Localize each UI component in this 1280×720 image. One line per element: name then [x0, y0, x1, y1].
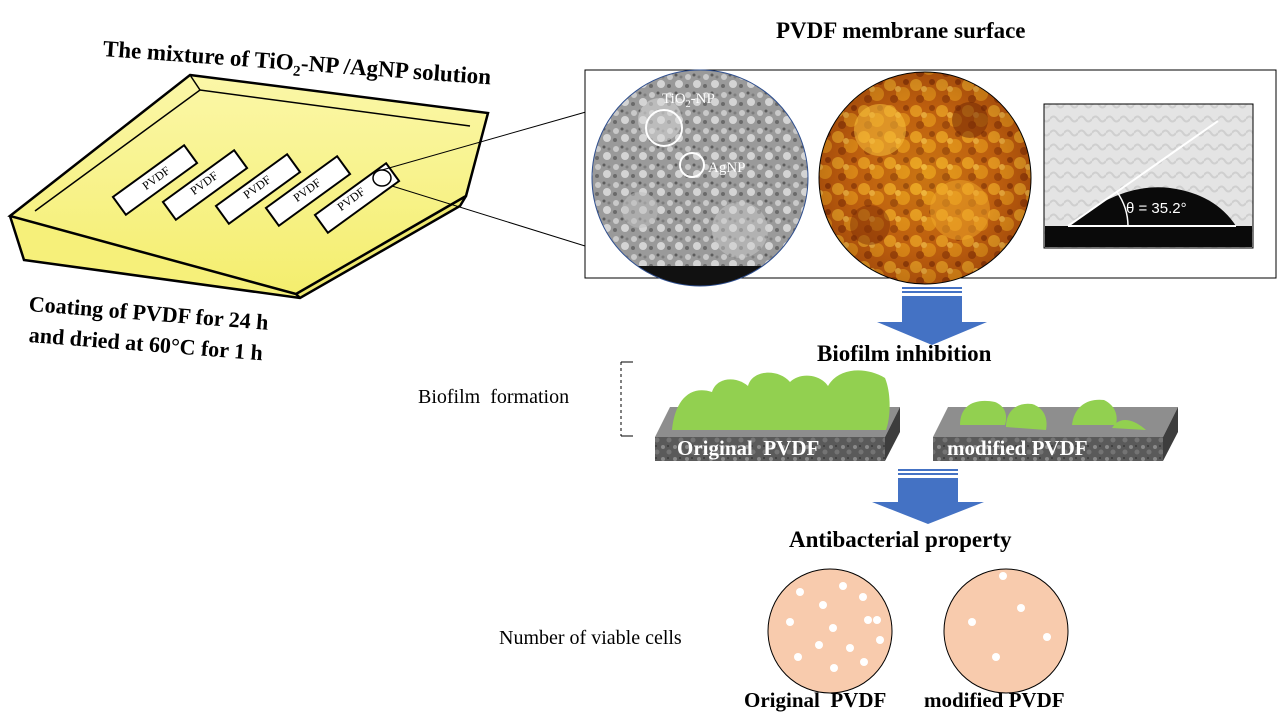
- modified-pvdf-biofilm-label: modified PVDF: [947, 436, 1088, 460]
- down-arrow-2: [872, 469, 984, 524]
- original-pvdf-plate-label: Original PVDF: [744, 688, 887, 712]
- original-pvdf-slab: [655, 370, 900, 461]
- original-colony-plate: [767, 568, 893, 694]
- viable-cells-label: Number of viable cells: [499, 627, 682, 649]
- biofilm-thin: [960, 400, 1007, 425]
- biofilm-bracket: [620, 361, 633, 437]
- contact-angle-image: [1043, 103, 1254, 249]
- agnp-marker-circle: [679, 152, 705, 178]
- pvdf-strip: [264, 154, 352, 228]
- agnp-label: AgNP: [708, 160, 746, 176]
- biofilm-title: Biofilm inhibition: [817, 341, 992, 366]
- pvdf-strip: [161, 148, 249, 222]
- afm-image: [818, 71, 1032, 285]
- pvdf-strips: [111, 143, 401, 235]
- tio2-np-label: TiO2-NP: [662, 91, 715, 110]
- biofilm-thick: [672, 370, 890, 430]
- antibacterial-title: Antibacterial property: [789, 527, 1012, 552]
- original-pvdf-biofilm-label: Original PVDF: [677, 436, 820, 460]
- pvdf-strip: [313, 161, 401, 235]
- tio2-marker-circle: [645, 109, 683, 147]
- pvdf-strip: [214, 152, 302, 226]
- biofilm-side-label: Biofilm formation: [418, 386, 570, 408]
- sem-image: [591, 69, 809, 287]
- pvdf-strip: [111, 143, 199, 217]
- contact-angle-value: θ = 35.2°: [1126, 200, 1187, 217]
- modified-colony-plate: [943, 568, 1069, 694]
- modified-pvdf-slab: [933, 399, 1178, 461]
- modified-pvdf-plate-label: modified PVDF: [924, 688, 1065, 712]
- down-arrow-1: [877, 287, 987, 345]
- surface-title: PVDF membrane surface: [776, 18, 1026, 43]
